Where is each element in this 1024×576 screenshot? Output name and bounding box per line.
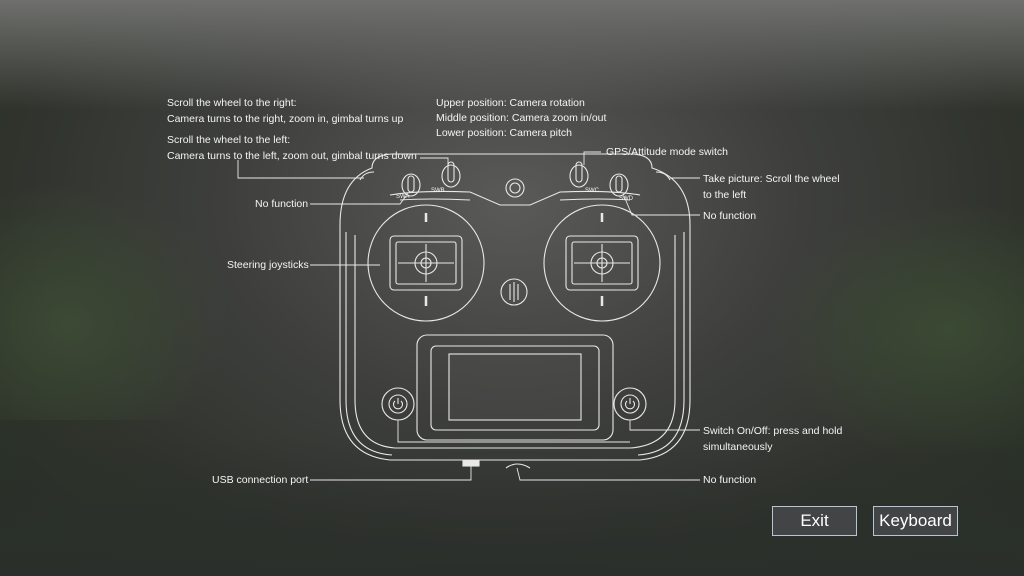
- swc-tag: SWC: [585, 188, 599, 194]
- switch-swc: [569, 161, 589, 188]
- wheel-left-desc: Camera turns to the left, zoom out, gimb…: [167, 150, 417, 162]
- bottom-port: [505, 463, 531, 469]
- take-picture-label: Take picture: Scroll the wheel: [703, 173, 840, 185]
- power-label: Switch On/Off: press and hold: [703, 425, 843, 437]
- no-function-bottom-label: No function: [703, 474, 757, 486]
- left-wheel: [359, 171, 375, 181]
- controller-body-inner: [354, 235, 676, 449]
- take-picture-label-cont: to the left: [703, 189, 747, 201]
- wheel-right-desc: Camera turns to the right, zoom in, gimb…: [167, 113, 404, 125]
- left-joystick: [367, 204, 485, 322]
- no-function-left-label: No function: [255, 198, 309, 210]
- power-button-left: [381, 387, 415, 421]
- wheel-right-title: Scroll the wheel to the right:: [167, 97, 297, 109]
- wheel-left-title: Scroll the wheel to the left:: [167, 134, 291, 146]
- no-function-right-label: No function: [703, 210, 757, 222]
- switch-upper-position: Upper position: Camera rotation: [436, 97, 585, 109]
- controller-body: [339, 153, 691, 461]
- usb-port-label: USB connection port: [212, 474, 309, 486]
- switch-lower-position: Lower position: Camera pitch: [436, 127, 572, 139]
- background-foliage-right: [764, 200, 1024, 460]
- power-label-cont: simultaneously: [703, 441, 773, 453]
- center-dial: [500, 278, 528, 306]
- switch-swb: [441, 161, 461, 188]
- power-button-right: [613, 387, 647, 421]
- center-top-button: [505, 178, 525, 198]
- swb-tag: SWB: [431, 188, 445, 194]
- switch-swa: [401, 173, 421, 197]
- switch-swd: [609, 173, 629, 197]
- switch-middle-position: Middle position: Camera zoom in/out: [436, 112, 607, 124]
- exit-button[interactable]: Exit: [772, 506, 857, 536]
- swd-tag: SWD: [619, 196, 633, 202]
- swa-tag: SWA: [396, 194, 410, 200]
- steering-joysticks-label: Steering joysticks: [227, 259, 309, 271]
- display-screen: [416, 334, 614, 441]
- keyboard-button[interactable]: Keyboard: [873, 506, 958, 536]
- usb-port: [462, 460, 480, 467]
- right-wheel: [655, 171, 671, 181]
- background-foliage-left: [0, 180, 230, 420]
- right-joystick: [543, 204, 661, 322]
- background-sky: [0, 0, 1024, 110]
- gps-switch-label: GPS/Attitude mode switch: [606, 146, 728, 158]
